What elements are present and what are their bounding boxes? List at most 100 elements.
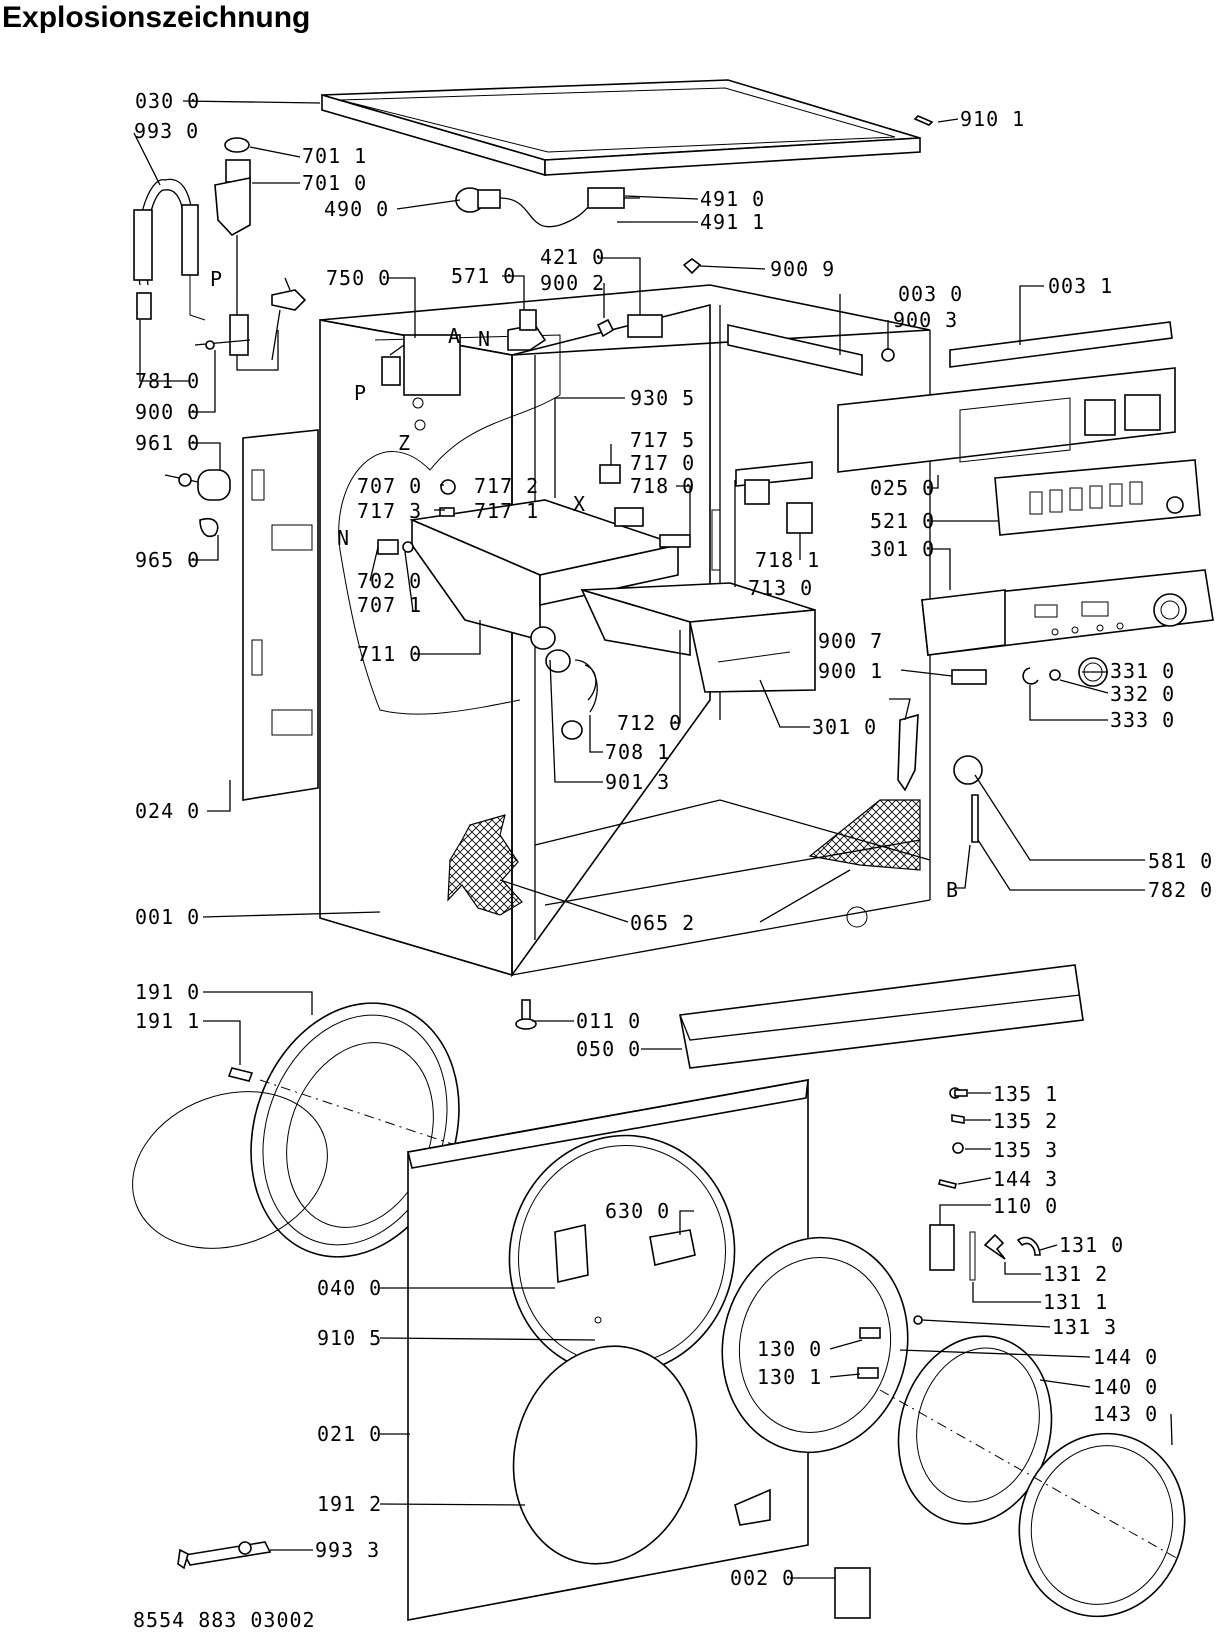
label-900-1: 900 1 — [818, 659, 883, 683]
label-491-1: 491 1 — [700, 210, 765, 234]
label-901-3: 901 3 — [605, 770, 670, 794]
rail-003-1 — [949, 321, 1173, 368]
part-labels: 030 0 993 0 701 1 701 0 490 0 491 0 491 … — [133, 89, 1213, 1632]
tee-fitting — [194, 277, 307, 361]
label-001-0: 001 0 — [135, 905, 200, 929]
screw-910-1 — [913, 115, 934, 126]
label-961-0: 961 0 — [135, 431, 200, 455]
label-131-0: 131 0 — [1059, 1233, 1124, 1257]
letter-P-mid: P — [354, 381, 367, 405]
foot — [515, 999, 537, 1030]
pressure-switch — [381, 334, 461, 431]
label-701-0: 701 0 — [302, 171, 367, 195]
label-301-0a: 301 0 — [870, 537, 935, 561]
label-135-2: 135 2 — [993, 1109, 1058, 1133]
label-021-0: 021 0 — [317, 1422, 382, 1446]
label-910-5: 910 5 — [317, 1326, 382, 1350]
label-630-0: 630 0 — [605, 1199, 670, 1223]
rail-003-0 — [727, 324, 863, 376]
label-191-0: 191 0 — [135, 980, 200, 1004]
back-panel — [242, 429, 319, 801]
label-135-1: 135 1 — [993, 1082, 1058, 1106]
leader-lines — [133, 100, 1173, 1579]
label-003-0: 003 0 — [898, 282, 963, 306]
label-718-1: 718 1 — [755, 548, 820, 572]
clip-900-2 — [596, 318, 615, 338]
pressure-sensor — [953, 755, 983, 843]
label-131-2: 131 2 — [1043, 1262, 1108, 1286]
letter-N-side: N — [337, 526, 350, 550]
label-993-3: 993 3 — [315, 1538, 380, 1562]
letter-A: A — [448, 324, 461, 348]
door-outer — [879, 1389, 1186, 1618]
label-718-0: 718 0 — [630, 474, 695, 498]
dispenser-clips — [735, 461, 813, 534]
label-708-1: 708 1 — [605, 740, 670, 764]
label-421-0: 421 0 — [540, 245, 605, 269]
label-131-3: 131 3 — [1052, 1315, 1117, 1339]
label-143-0: 143 0 — [1093, 1402, 1158, 1426]
screws-right — [938, 1087, 968, 1189]
label-965-0: 965 0 — [135, 548, 200, 572]
label-993-0: 993 0 — [134, 119, 199, 143]
label-707-0: 707 0 — [357, 474, 422, 498]
door-glass — [897, 1335, 1053, 1525]
label-144-0: 144 0 — [1093, 1345, 1158, 1369]
screw-900-3 — [881, 348, 895, 362]
label-521-0: 521 0 — [870, 509, 935, 533]
label-702-0: 702 0 — [357, 569, 422, 593]
label-701-1: 701 1 — [302, 144, 367, 168]
label-900-0: 900 0 — [135, 400, 200, 424]
key-900-7 — [951, 669, 987, 685]
label-040-0: 040 0 — [317, 1276, 382, 1300]
label-003-1: 003 1 — [1048, 274, 1113, 298]
label-900-9: 900 9 — [770, 257, 835, 281]
label-750-0: 750 0 — [326, 266, 391, 290]
clip-900-9 — [682, 258, 702, 275]
console-025 — [837, 367, 1176, 473]
spanner-993-3 — [177, 1541, 272, 1570]
label-900-3: 900 3 — [893, 308, 958, 332]
label-717-5: 717 5 — [630, 428, 695, 452]
insulation-right — [808, 799, 921, 871]
label-191-2: 191 2 — [317, 1492, 382, 1516]
letter-P-left: P — [210, 267, 223, 291]
label-581-0: 581 0 — [1148, 849, 1213, 873]
label-135-3: 135 3 — [993, 1138, 1058, 1162]
label-910-1: 910 1 — [960, 107, 1025, 131]
letter-X: X — [573, 492, 586, 516]
label-707-1: 707 1 — [357, 593, 422, 617]
detergent-plug — [164, 469, 231, 538]
label-131-1: 131 1 — [1043, 1290, 1108, 1314]
label-144-3: 144 3 — [993, 1167, 1058, 1191]
dispenser — [377, 464, 816, 740]
label-717-2: 717 2 — [474, 474, 539, 498]
label-002-0: 002 0 — [730, 1566, 795, 1590]
label-140-0: 140 0 — [1093, 1375, 1158, 1399]
door-frame — [721, 1236, 923, 1454]
nozzle-702 — [377, 539, 399, 555]
label-025-0: 025 0 — [870, 476, 935, 500]
hinge-parts — [929, 1224, 1041, 1281]
label-301-0b: 301 0 — [812, 715, 877, 739]
label-930-5: 930 5 — [630, 386, 695, 410]
label-713-0: 713 0 — [748, 576, 813, 600]
label-050-0: 050 0 — [576, 1037, 641, 1061]
front-panel — [407, 1079, 809, 1621]
label-711-0: 711 0 — [357, 642, 422, 666]
insulation-left — [447, 814, 523, 916]
label-130-0: 130 0 — [757, 1337, 822, 1361]
mains-cable — [455, 187, 640, 228]
label-065-2: 065 2 — [630, 911, 695, 935]
label-717-0: 717 0 — [630, 451, 695, 475]
page-title: Explosionszeichnung — [2, 1, 310, 34]
label-781-0: 781 0 — [135, 369, 200, 393]
label-191-1: 191 1 — [135, 1009, 200, 1033]
label-024-0: 024 0 — [135, 799, 200, 823]
inlet-hose — [133, 178, 206, 321]
label-782-0: 782 0 — [1148, 878, 1213, 902]
lever-900-1 — [897, 713, 919, 792]
label-717-1: 717 1 — [474, 499, 539, 523]
electronics-521 — [994, 459, 1201, 536]
